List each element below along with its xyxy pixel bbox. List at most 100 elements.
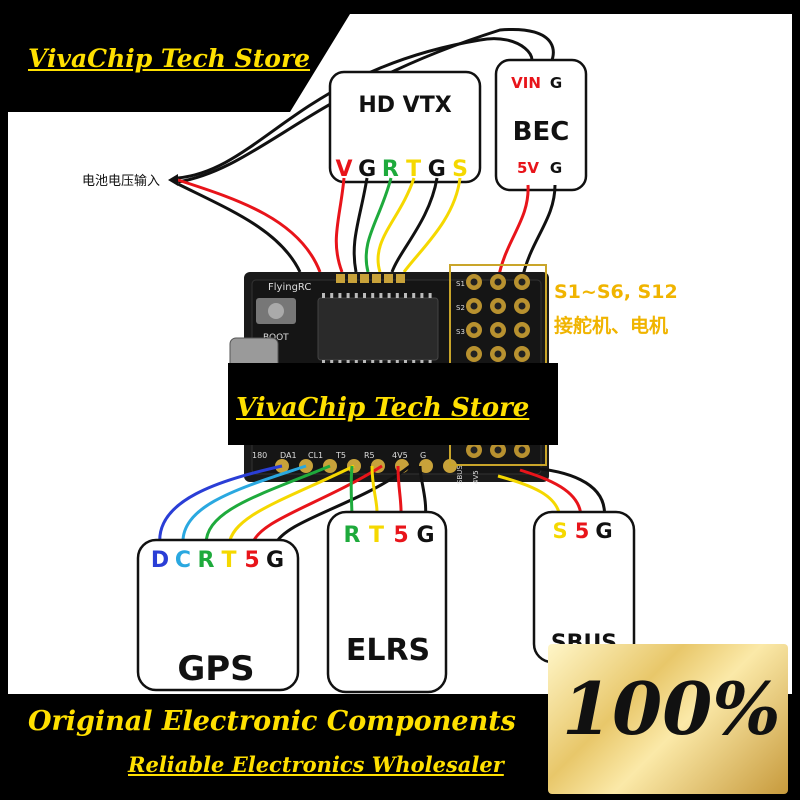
mcu-chip <box>317 297 439 361</box>
mcu-leg <box>412 293 416 298</box>
mcu-leg <box>428 360 432 365</box>
mcu-leg <box>404 293 407 298</box>
top-pad <box>348 274 357 283</box>
elrs-pin-2: 5 <box>393 523 408 548</box>
gps-title: GPS <box>177 649 254 689</box>
hd-vtx-pin-1: G <box>358 157 376 182</box>
store-name-center: VivaChip Tech Store <box>236 393 530 423</box>
gps-pin-1: C <box>175 548 191 573</box>
mcu-leg <box>322 360 325 365</box>
mcu-leg <box>395 293 399 298</box>
mcu-leg <box>404 360 407 365</box>
mcu-leg <box>395 360 399 365</box>
battery-input-label: 电池电压输入 <box>82 173 160 189</box>
gps-wires <box>158 464 411 546</box>
header-pin-hole <box>470 302 478 310</box>
mcu-leg <box>363 293 366 298</box>
elrs-pin-0: R <box>344 523 361 548</box>
bec-output-pin-1: G <box>550 159 562 177</box>
header-pin-hole <box>518 326 526 334</box>
elrs-title: ELRS <box>346 633 430 668</box>
hd-vtx-pin-3: T <box>406 157 421 182</box>
mcu-leg <box>354 293 358 298</box>
sbus-module: SBUS S5G <box>532 510 636 664</box>
top-pad <box>360 274 369 283</box>
gps-pin-4: 5 <box>244 548 259 573</box>
top-pad <box>396 274 405 283</box>
gps-pin-2: R <box>198 548 215 573</box>
mcu-leg <box>412 360 416 365</box>
mcu-leg <box>363 360 366 365</box>
mcu-leg <box>420 360 424 365</box>
boot-label: BOOT <box>263 333 289 343</box>
store-name-top: VivaChip Tech Store <box>28 44 311 73</box>
board-brand-label: FlyingRC <box>268 282 311 293</box>
sbus-pad-label: SBUS <box>456 465 464 484</box>
mcu-leg <box>354 360 358 365</box>
gps-pin-3: T <box>221 548 236 573</box>
mcu-leg <box>338 293 342 298</box>
header-pin-hole <box>470 326 478 334</box>
center-watermark-banner: VivaChip Tech Store <box>228 363 558 445</box>
gps-pin-0: D <box>151 548 169 573</box>
mcu-legs <box>322 293 432 365</box>
bottom-pad-label: G <box>420 451 426 460</box>
header-pin-hole <box>494 326 502 334</box>
header-pin-hole <box>518 350 526 358</box>
tagline-primary: Original Electronic Components <box>28 706 516 737</box>
mcu-leg <box>338 360 342 365</box>
bottom-pad-label: 180 <box>252 451 267 460</box>
elrs-pin-3: G <box>416 523 434 548</box>
mcu-leg <box>371 293 375 298</box>
mcu-leg <box>346 293 350 298</box>
mcu-leg <box>322 293 325 298</box>
header-pin-hole <box>494 446 502 454</box>
sbus-pad-label: 4V5 <box>472 470 480 484</box>
quality-badge: 100% <box>548 644 788 794</box>
servo-note-line2: 接舵机、电机 <box>554 314 668 337</box>
top-pad <box>372 274 381 283</box>
bottom-pad-label: DA1 <box>280 451 297 460</box>
gps-pin-5: G <box>266 548 284 573</box>
sbus-pad-labels: SBUS 4V5 <box>456 465 480 484</box>
servo-note-line1: S1~S6, S12 <box>554 281 678 303</box>
mcu-leg <box>330 293 334 298</box>
bottom-pad-label: 4V5 <box>392 451 408 460</box>
mcu-leg <box>346 360 350 365</box>
header-pin-hole <box>518 302 526 310</box>
mcu-leg <box>428 293 432 298</box>
bottom-pad-label: T5 <box>335 451 346 460</box>
bec-output-pin-0: 5V <box>517 159 539 177</box>
hd-vtx-pin-2: R <box>382 157 399 182</box>
boot-button-cap <box>268 303 284 319</box>
header-pin-hole <box>494 302 502 310</box>
mcu-leg <box>379 293 383 298</box>
servo-pin-label: S1 <box>456 280 465 288</box>
header-pin-hole <box>494 350 502 358</box>
hd-vtx-pin-4: G <box>428 157 446 182</box>
mcu-leg <box>420 293 424 298</box>
servo-pin-label: S3 <box>456 328 465 336</box>
mcu-leg <box>371 360 375 365</box>
hd-vtx-wires <box>334 177 462 273</box>
sbus-pin-1: 5 <box>575 519 590 543</box>
mcu-leg <box>387 360 391 365</box>
mcu-leg <box>330 360 334 365</box>
bottom-pad-label: CL1 <box>308 451 323 460</box>
header-pin-hole <box>494 278 502 286</box>
bottom-pad <box>419 459 433 473</box>
top-solder-pads <box>336 274 405 283</box>
bec-input-pin-0: VIN <box>511 74 541 92</box>
top-pad <box>336 274 345 283</box>
